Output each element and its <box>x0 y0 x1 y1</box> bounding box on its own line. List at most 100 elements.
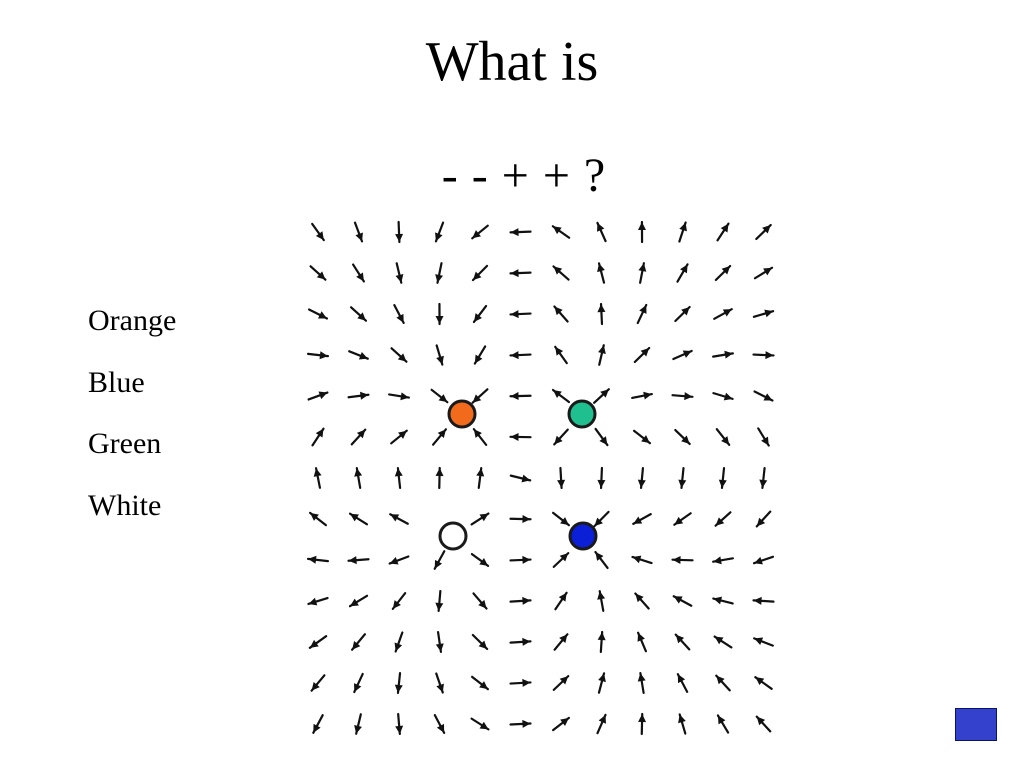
field-arrow <box>672 349 693 361</box>
field-arrow <box>636 303 648 325</box>
field-arrow <box>752 596 775 605</box>
field-arrow <box>350 428 367 446</box>
field-arrow <box>434 221 445 243</box>
field-arrow <box>551 716 571 732</box>
field-arrow <box>470 552 490 568</box>
field-arrow <box>597 672 606 694</box>
field-arrow <box>471 675 489 691</box>
field-arrow <box>755 510 772 528</box>
field-arrow <box>435 262 444 284</box>
field-arrow <box>348 350 369 360</box>
field-arrow <box>509 474 532 483</box>
field-arrow <box>716 714 730 734</box>
field-arrow <box>755 715 772 733</box>
field-arrow <box>471 224 489 240</box>
field-arrow <box>307 308 329 320</box>
field-arrow <box>309 511 327 527</box>
field-arrow <box>509 678 532 687</box>
field-arrow <box>472 304 488 324</box>
field-arrow <box>757 427 770 447</box>
field-arrow <box>389 513 409 525</box>
field-arrow <box>752 555 775 565</box>
field-arrow <box>678 221 687 243</box>
field-arrow <box>395 220 404 244</box>
field-arrow <box>307 596 329 606</box>
field-arrow <box>388 555 410 565</box>
field-arrow <box>473 345 487 365</box>
field-arrow <box>676 673 689 693</box>
field-arrow <box>353 672 364 694</box>
field-arrow <box>435 631 444 653</box>
field-arrow <box>349 306 368 322</box>
field-arrow <box>755 223 772 241</box>
field-arrow <box>471 264 489 282</box>
slide-subtitle: - - + + ? <box>441 149 607 202</box>
field-arrow <box>509 310 532 319</box>
field-arrow <box>671 555 694 564</box>
field-arrow <box>390 347 408 363</box>
field-arrow <box>557 466 566 490</box>
field-arrow <box>390 429 408 445</box>
field-arrow <box>509 515 532 524</box>
field-arrow <box>597 466 606 490</box>
field-arrow <box>552 675 570 691</box>
field-arrows <box>306 220 775 736</box>
field-arrow <box>395 262 404 284</box>
field-arrow <box>713 308 733 320</box>
field-arrow <box>509 637 532 646</box>
field-arrow <box>393 304 405 324</box>
field-arrow <box>637 672 646 694</box>
field-arrow <box>759 466 768 490</box>
electric-field-diagram <box>306 220 775 736</box>
field-arrow <box>596 221 607 243</box>
field-arrow <box>671 392 694 401</box>
field-arrow <box>712 392 734 401</box>
field-arrow <box>714 511 732 527</box>
field-arrow <box>551 225 571 239</box>
field-arrow <box>674 633 691 651</box>
field-arrow <box>509 269 532 278</box>
slide-title: What is <box>425 31 599 93</box>
field-arrow <box>435 302 444 326</box>
field-arrow <box>598 344 606 366</box>
field-arrow <box>310 674 326 692</box>
field-arrow <box>753 266 774 280</box>
field-arrow <box>433 714 446 734</box>
field-arrow <box>552 511 570 527</box>
field-arrow <box>631 391 653 400</box>
field-arrow <box>674 428 691 446</box>
field-arrow <box>712 596 734 605</box>
field-arrow <box>347 391 370 400</box>
field-arrow <box>552 265 570 281</box>
field-arrow <box>712 350 734 359</box>
field-arrow <box>352 263 365 283</box>
label-blue: Blue <box>88 365 145 399</box>
charge-orange <box>447 399 477 429</box>
field-arrow <box>433 550 446 570</box>
nav-square-icon[interactable] <box>955 708 997 741</box>
field-arrow <box>752 309 775 318</box>
charge-blue <box>568 521 598 551</box>
charge-label-list: Orange Blue Green White <box>88 290 176 536</box>
field-arrow <box>311 427 325 447</box>
field-arrow <box>509 228 532 237</box>
field-arrow <box>554 591 568 611</box>
field-arrow <box>678 713 687 735</box>
field-arrow <box>471 633 489 651</box>
field-arrow <box>313 467 322 489</box>
field-arrow <box>394 671 403 695</box>
field-arrow <box>597 302 606 326</box>
field-arrow <box>395 712 404 736</box>
field-arrow <box>476 466 485 490</box>
field-arrow <box>435 344 444 366</box>
field-arrow <box>470 512 490 526</box>
field-arrow <box>306 555 330 564</box>
field-arrow <box>716 222 730 242</box>
field-arrow <box>715 428 731 446</box>
field-arrow <box>435 466 444 490</box>
field-arrow <box>634 592 650 610</box>
field-arrow <box>394 466 403 490</box>
field-arrow <box>673 512 692 526</box>
charge-white <box>438 521 468 551</box>
field-arrow <box>394 631 404 653</box>
